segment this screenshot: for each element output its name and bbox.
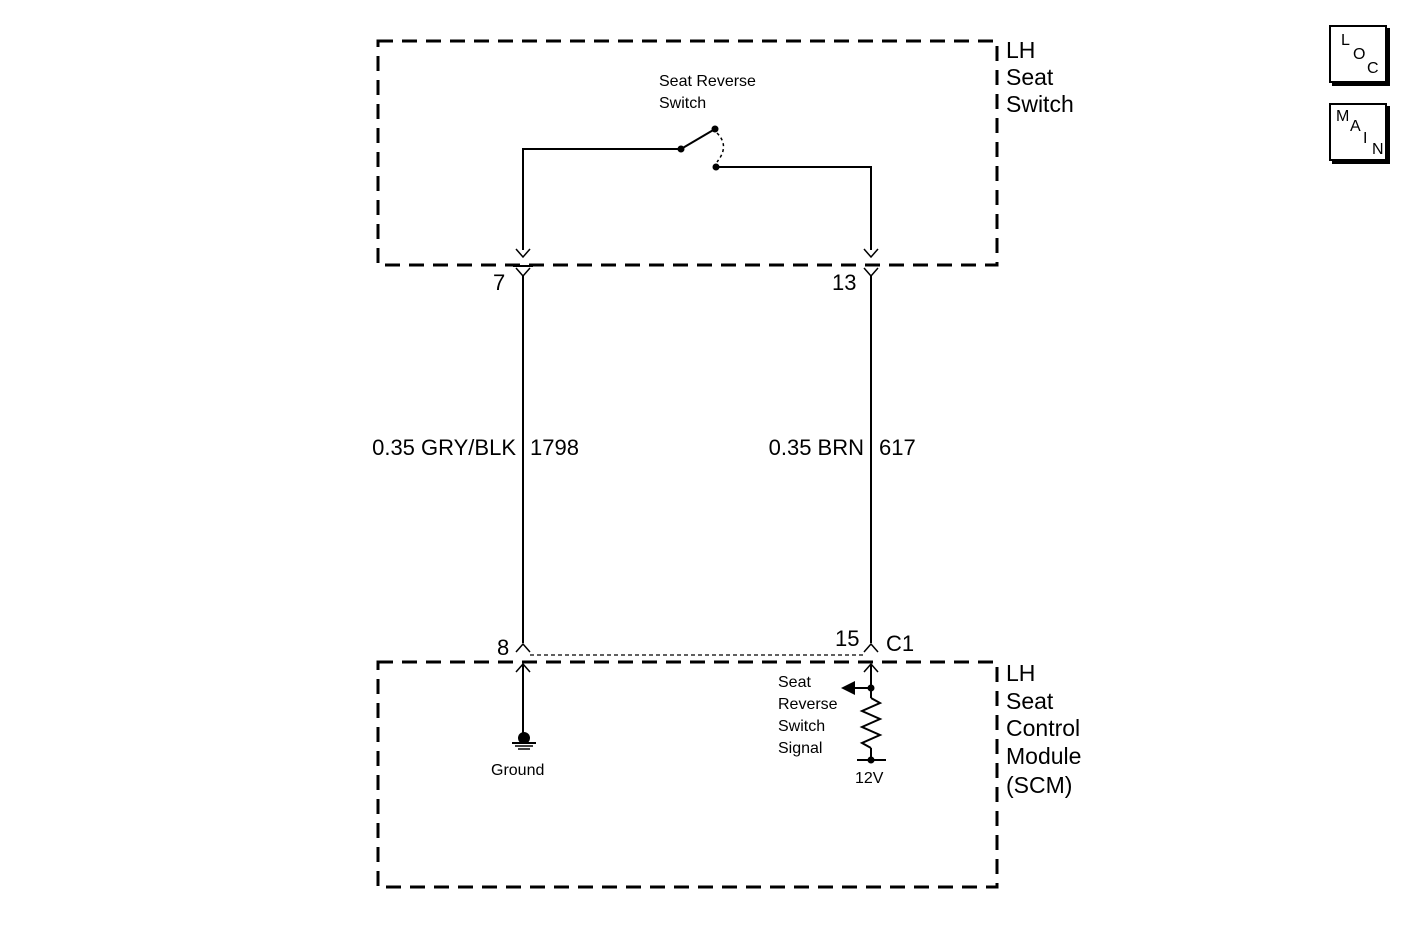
- signal-label-3: Switch: [778, 718, 825, 735]
- wire-617-spec: 0.35 BRN: [769, 435, 864, 460]
- seat-control-module-enclosure: [376, 660, 999, 889]
- module-pin-15: 15: [835, 626, 859, 651]
- connector-c1-label: C1: [886, 631, 914, 656]
- ground-label: Ground: [491, 762, 544, 779]
- module-name-4: Module: [1006, 743, 1081, 769]
- reverse-switch-label-2: Switch: [659, 95, 706, 112]
- switch-pin-13: 13: [832, 270, 856, 295]
- loc-letter-c: C: [1367, 60, 1379, 77]
- main-letter-i: I: [1363, 130, 1368, 147]
- wire-1798-spec: 0.35 GRY/BLK: [372, 435, 516, 460]
- loc-letter-o: O: [1353, 46, 1366, 63]
- module-name-1: LH: [1006, 660, 1035, 686]
- loc-letter-l: L: [1341, 32, 1350, 49]
- module-pin-8: 8: [497, 635, 509, 660]
- seat-switch-name-3: Switch: [1006, 91, 1074, 117]
- seat-switch-name-2: Seat: [1006, 64, 1054, 90]
- main-letter-m: M: [1336, 108, 1350, 125]
- signal-label-1: Seat: [778, 674, 811, 691]
- switch-connector-terminals: [513, 265, 879, 278]
- supply-12v-label: 12V: [855, 770, 884, 787]
- module-name-2: Seat: [1006, 688, 1054, 714]
- signal-label-4: Signal: [778, 740, 822, 757]
- module-name-5: (SCM): [1006, 772, 1072, 798]
- ground-symbol: [512, 662, 536, 750]
- wire-1798-circuit: 1798: [530, 435, 579, 460]
- pullup-resistor-circuit: [841, 662, 886, 764]
- module-connector-c1: [515, 642, 879, 656]
- main-letter-a: A: [1350, 118, 1361, 135]
- switch-pin-7: 7: [493, 270, 505, 295]
- main-button[interactable]: M A I N: [1329, 103, 1387, 161]
- loc-button[interactable]: L O C: [1329, 25, 1387, 83]
- seat-reverse-switch-symbol: [515, 125, 879, 259]
- module-name-3: Control: [1006, 715, 1080, 741]
- wire-617-circuit: 617: [879, 435, 916, 460]
- main-letter-n: N: [1372, 141, 1384, 158]
- seat-switch-name-1: LH: [1006, 37, 1035, 63]
- seat-switch-enclosure: [376, 39, 999, 267]
- signal-label-2: Reverse: [778, 696, 838, 713]
- reverse-switch-label-1: Seat Reverse: [659, 73, 756, 90]
